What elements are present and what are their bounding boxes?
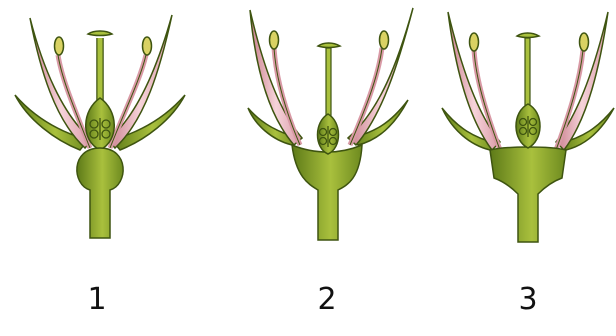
flower-3: [442, 12, 614, 242]
flower-1: [15, 15, 185, 238]
stigma: [517, 33, 539, 38]
flower-2: [248, 8, 413, 240]
anther-left: [270, 31, 279, 49]
anther-left: [470, 33, 479, 51]
anther-right: [580, 33, 589, 51]
flower-3-label: 3: [498, 282, 558, 317]
receptacle: [292, 145, 362, 240]
style-fill: [525, 38, 530, 108]
receptacle: [490, 147, 566, 242]
stigma: [88, 31, 112, 36]
anther-right: [380, 31, 389, 49]
anther-right: [143, 37, 152, 55]
style-fill: [326, 48, 331, 118]
sepal-left: [15, 95, 88, 150]
flower-2-label: 2: [297, 282, 357, 317]
stigma: [318, 43, 340, 48]
anther-left: [55, 37, 64, 55]
receptacle: [77, 148, 123, 238]
flower-1-label: 1: [67, 282, 127, 317]
style-fill: [98, 38, 103, 102]
